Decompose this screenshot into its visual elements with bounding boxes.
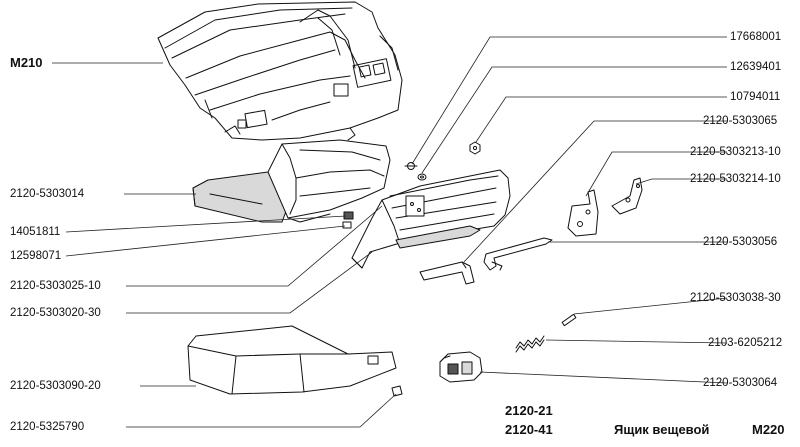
part-number-label: 10794011 [730, 91, 781, 103]
part-number-label: 2120-5303025-10 [10, 280, 101, 292]
leader-lines [52, 36, 728, 428]
part-number-label: 2120-5325790 [10, 421, 85, 433]
glovebox-tray [192, 139, 391, 223]
model-label: 2120-41 [505, 422, 553, 437]
diagram-title: Ящик вещевой [614, 422, 710, 437]
striker-bracket [611, 177, 643, 215]
part-number-label: 2120-5303020-30 [10, 307, 101, 319]
spring [515, 335, 545, 353]
part-number-label: 2120-5303065 [703, 115, 778, 127]
hinge-lever [419, 261, 475, 285]
part-number-label: 2120-5303064 [703, 377, 778, 389]
part-number-label: 12639401 [730, 61, 782, 73]
part-number-label: 2120-5303213-10 [690, 146, 781, 158]
latch-bracket [567, 189, 599, 237]
part-number-label: 2120-5303014 [10, 188, 85, 200]
lock-rod [483, 237, 553, 271]
page-code-label: M220 [752, 422, 785, 437]
pin [561, 313, 577, 327]
fasteners [342, 141, 481, 229]
dashboard-panel [157, 1, 403, 141]
box-liner [187, 325, 397, 395]
clip [391, 385, 403, 397]
part-number-label: 2103-6205212 [708, 337, 783, 349]
part-number-label: 12598071 [10, 250, 62, 262]
part-number-label: 14051811 [10, 226, 61, 238]
part-number-label: 2120-5303038-30 [690, 292, 781, 304]
part-number-label: 2120-5303214-10 [690, 173, 781, 185]
model-code-label: M210 [10, 55, 43, 70]
glovebox-lid [351, 169, 511, 269]
lock-handle [439, 351, 483, 383]
model-label: 2120-21 [505, 403, 553, 418]
part-number-label: 2120-5303056 [703, 236, 778, 248]
part-number-label: 17668001 [730, 31, 782, 43]
part-number-label: 2120-5303090-20 [10, 380, 101, 392]
